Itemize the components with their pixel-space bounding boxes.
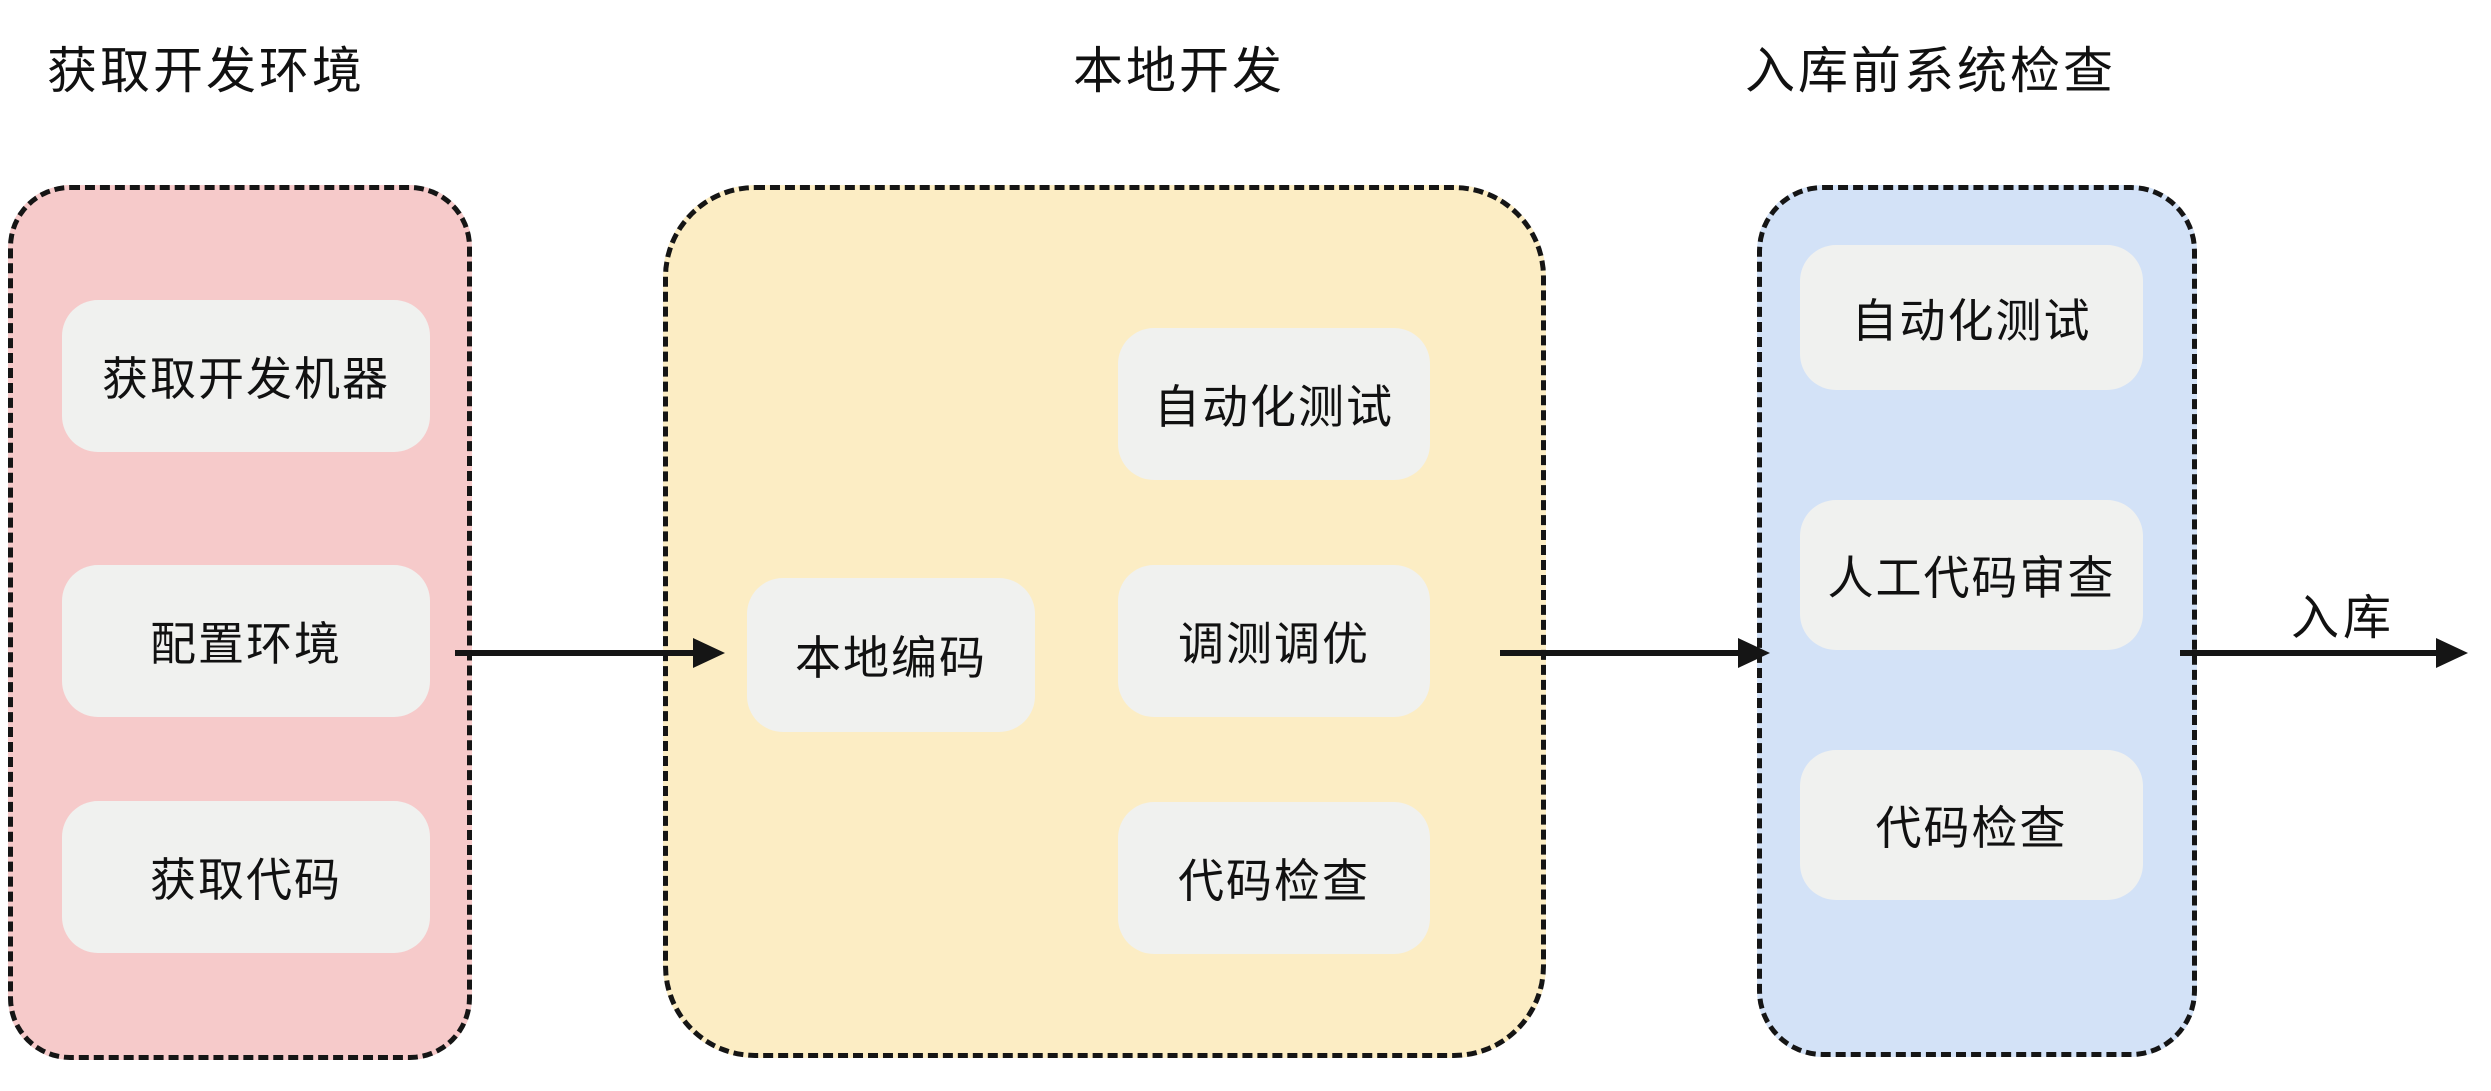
node-code-check-precommit: 代码检查: [1800, 750, 2143, 900]
node-code-check-local: 代码检查: [1118, 802, 1430, 954]
node-local-coding: 本地编码: [747, 578, 1035, 732]
node-debug-tune: 调测调优: [1118, 565, 1430, 717]
commit-label: 入库: [2290, 590, 2395, 646]
section-title-get-dev-env: 获取开发环境: [47, 42, 365, 100]
node-manual-code-review: 人工代码审查: [1800, 500, 2143, 650]
section-title-local-dev: 本地开发: [1073, 42, 1285, 100]
panel-get-dev-env: 获取开发机器 配置环境 获取代码: [8, 185, 472, 1060]
node-get-dev-machine: 获取开发机器: [62, 300, 430, 452]
node-configure-env: 配置环境: [62, 565, 430, 717]
arrow-local-to-precommit-icon: [1500, 638, 1770, 668]
section-title-precommit-check: 入库前系统检查: [1745, 42, 2116, 100]
panel-precommit-check: 自动化测试 人工代码审查 代码检查: [1757, 185, 2197, 1057]
arrow-to-commit-icon: [2180, 638, 2468, 668]
node-get-code: 获取代码: [62, 801, 430, 953]
panel-local-dev: 本地编码 自动化测试 调测调优 代码检查: [663, 185, 1546, 1058]
arrow-env-to-local-icon: [455, 638, 725, 668]
node-automated-test-local: 自动化测试: [1118, 328, 1430, 480]
node-automated-test-precommit: 自动化测试: [1800, 245, 2143, 390]
